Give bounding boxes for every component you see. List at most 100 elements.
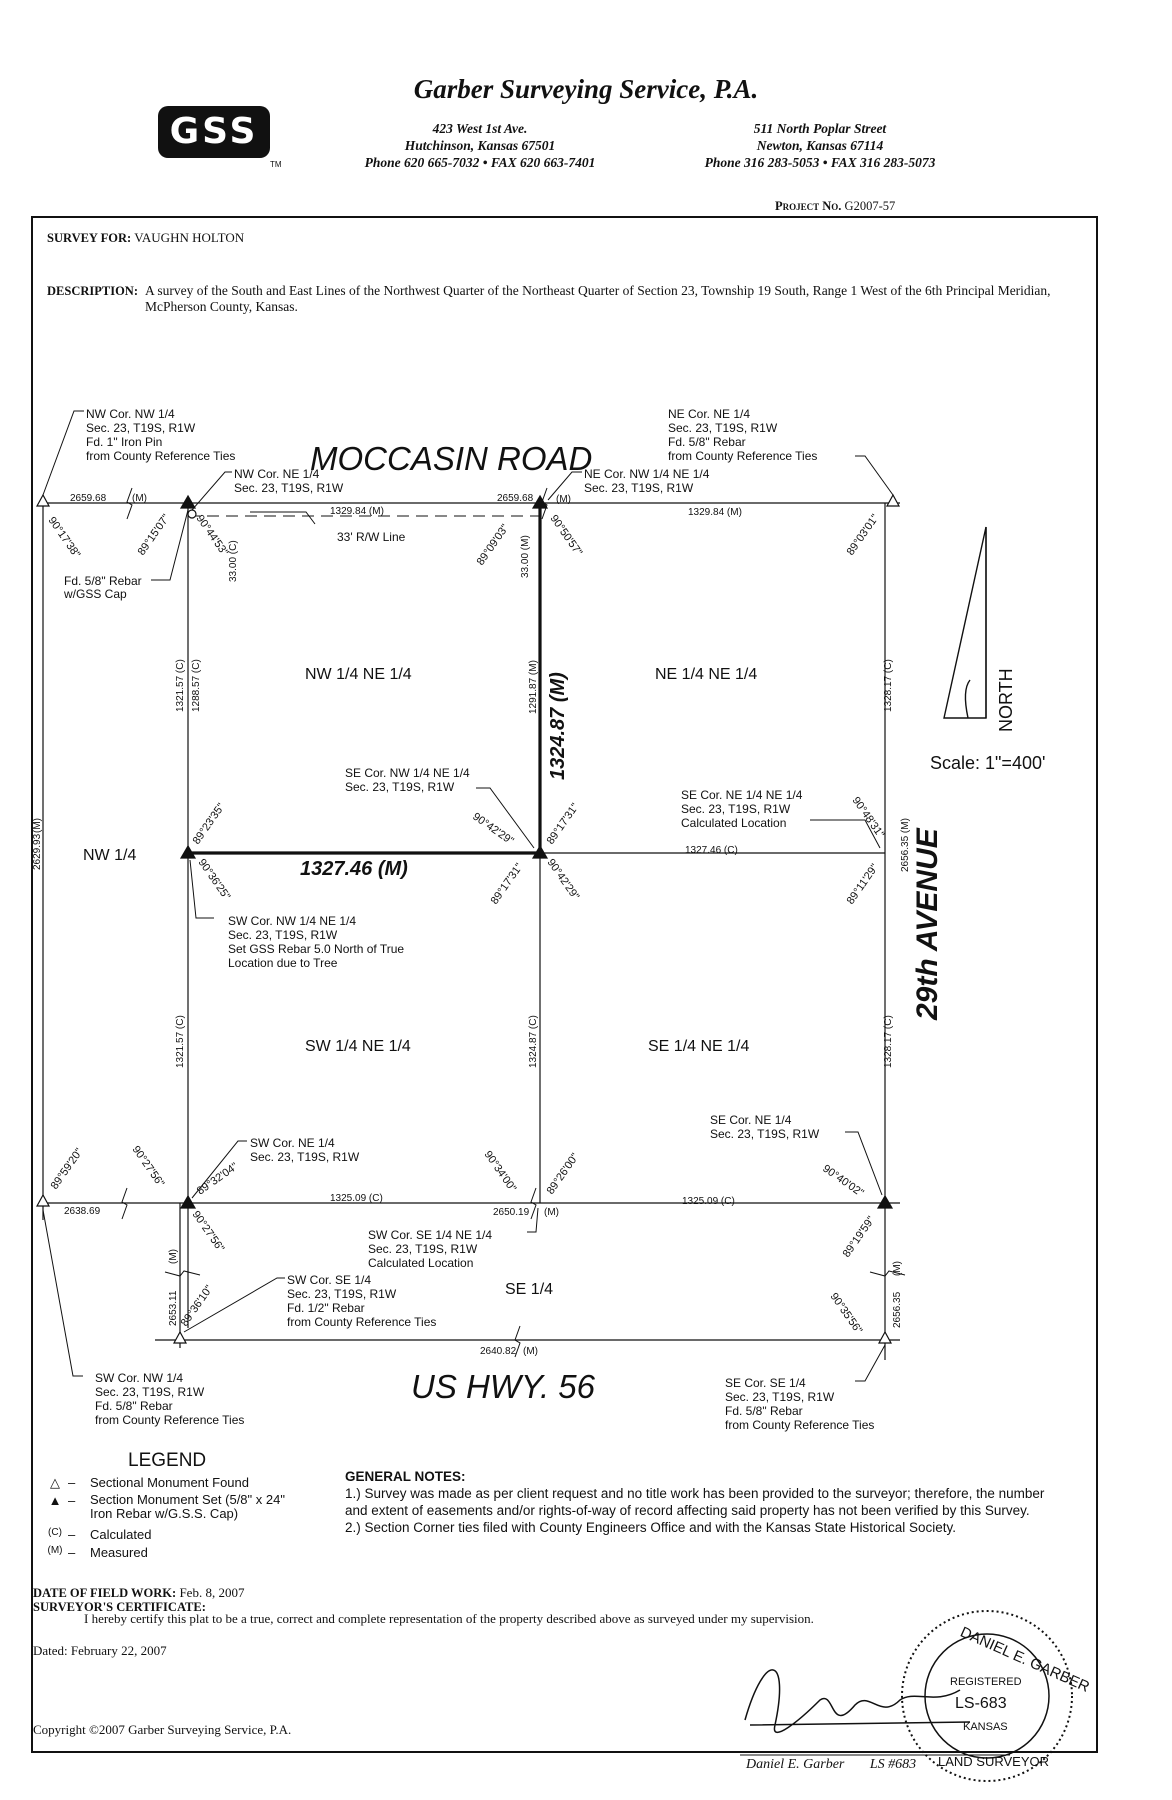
leader-line [476,787,535,849]
leader-line [183,1277,285,1333]
signer-name: Daniel E. Garber [746,1757,845,1772]
angle-label: 90°44'53" [194,513,231,559]
monument-found-icon [172,1330,188,1344]
certificate-text: I hereby certify this plat to be a true,… [84,1611,814,1626]
dim-north-center: 2659.68 [497,493,534,504]
corner-sw-nw-ne-2: Sec. 23, T19S, R1W [228,928,338,942]
office-newton: 511 North Poplar Street Newton, Kansas 6… [660,120,980,171]
office-hutchinson: 423 West 1st Ave. Hutchinson, Kansas 675… [330,120,630,171]
certificate-dated: Dated: February 22, 2007 [33,1643,167,1658]
monument-set-icon [179,1194,197,1209]
office2-street: 511 North Poplar Street [753,121,887,136]
angle-label: 90°42'29" [545,857,582,903]
road-south: US HWY. 56 [411,1368,596,1405]
corner-sw-se-ne-3: Calculated Location [368,1256,473,1270]
monument-found-icon [877,1330,893,1344]
corner-se-ne-2: Sec. 23, T19S, R1W [710,1127,820,1141]
corner-sw-se-ne-2: Sec. 23, T19S, R1W [368,1242,478,1256]
dim-measured-tag: (M) [544,1207,559,1218]
dimension-break [541,487,548,520]
project-number: Project No. G2007-57 [775,199,895,214]
dim-east-2656: 2656.35 (M) [900,818,911,872]
office1-city: Hutchinson, Kansas 67501 [404,138,556,153]
corner-sw-se-ne-1: SW Cor. SE 1/4 NE 1/4 [368,1228,492,1242]
angle-label: 90°27'56" [130,1144,167,1190]
angle-label: 90°27'56" [190,1209,227,1255]
legend-title: LEGEND [128,1450,207,1471]
signature-mark [744,1669,971,1733]
project-label: Project No. [775,199,842,213]
dim-center-33: 33.00 (M) [520,535,531,578]
dim-north-1329: 1329.84 (M) [330,506,384,517]
general-notes: GENERAL NOTES: 1.) Survey was made as pe… [345,1468,1065,1536]
corner-nw-nw-2: Sec. 23, T19S, R1W [86,421,196,435]
dim-west-section: 2629.93 [32,833,43,870]
notes-title: GENERAL NOTES: [345,1469,466,1484]
corner-sw-se-3: Fd. 1/2" Rebar [287,1301,365,1315]
seal-registered: REGISTERED [950,1676,1022,1688]
corner-sw-ne-2: Sec. 23, T19S, R1W [250,1150,360,1164]
dim-center-south: 1324.87 (C) [528,1015,539,1068]
corner-se-se-2: Sec. 23, T19S, R1W [725,1390,835,1404]
rebar-cap-2: w/GSS Cap [63,587,127,601]
dim-mid-east: 1327.46 (C) [685,845,738,856]
dim-measured-tag: (M) [892,1261,903,1276]
dim-center-1291: 1291.87 (M) [528,660,539,714]
note-2: 2.) Section Corner ties filed with Count… [345,1520,957,1535]
company-logo: GSS [158,106,270,158]
corner-se-se-3: Fd. 5/8" Rebar [725,1404,803,1418]
corner-nw-ne-1: NW Cor. NE 1/4 [234,467,320,481]
corner-sw-ne-1: SW Cor. NE 1/4 [250,1136,335,1150]
corner-se-se-4: from County Reference Ties [725,1418,874,1432]
dim-east-line-measured: 1324.87 (M) [547,672,569,780]
quarter-se: SE 1/4 [505,1281,553,1298]
dim-south-west: 1325.09 (C) [330,1193,383,1204]
project-value: G2007-57 [844,199,896,213]
monument-found-icon: △ [50,1475,60,1490]
legend-symbol: (M) [47,1545,63,1556]
angle-label: 90°40'02" [820,1163,866,1200]
quarter-ne-ne: NE 1/4 NE 1/4 [655,666,757,683]
corner-se-ne-ne-3: Calculated Location [681,816,786,830]
dimension-break [126,487,133,520]
angle-label: 89°59'20" [49,1146,86,1192]
seal-number: LS-683 [955,1695,1007,1712]
monument-set-icon [531,494,549,509]
quarter-nw-ne: NW 1/4 NE 1/4 [305,666,412,683]
leader-line [810,819,881,849]
trademark-mark: TM [270,160,282,169]
corner-se-nw-ne-1: SE Cor. NW 1/4 NE 1/4 [345,766,470,780]
dim-measured-tag: (M) [132,493,147,504]
road-north: MOCCASIN ROAD [310,440,592,477]
company-title: Garber Surveying Service, P.A. [413,74,759,104]
angle-label: 90°36'25" [196,857,233,903]
corner-sw-nw-ne-4: Location due to Tree [228,956,338,970]
signature-block: Daniel E. Garber LS #683 [746,1757,916,1773]
corner-sw-se-1: SW Cor. SE 1/4 [287,1273,371,1287]
leader-line [547,471,582,501]
survey-for-label: SURVEY FOR: [47,231,132,245]
leader-line [42,1209,83,1377]
dim-south-east: 1325.09 (C) [682,1196,735,1207]
angle-label: 89°15'07" [136,512,173,558]
corner-nw-nw-4: from County Reference Ties [86,449,235,463]
angle-label: 90°35'56" [828,1291,865,1337]
office2-city: Newton, Kansas 67114 [756,138,884,153]
field-work-value: Feb. 8, 2007 [179,1585,245,1600]
description-text: A survey of the South and East Lines of … [145,283,1051,314]
leader-line [250,511,316,525]
corner-ne-nw-ne-2: Sec. 23, T19S, R1W [584,481,694,495]
dim-measured-tag: (M) [556,494,571,505]
corner-se-ne-1: SE Cor. NE 1/4 [710,1113,792,1127]
corner-sw-se-2: Sec. 23, T19S, R1W [287,1287,397,1301]
angle-label: 89°26'00" [545,1151,582,1197]
dim-east-1328: 1328.17 (C) [883,659,894,712]
quarter-nw: NW 1/4 [83,847,136,864]
corner-ne-ne-3: Fd. 5/8" Rebar [668,435,746,449]
legend-label: Section Monument Set (5/8" x 24" Iron Re… [90,1492,285,1521]
corner-sw-nw-ne-1: SW Cor. NW 1/4 NE 1/4 [228,914,356,928]
angle-label: 89°19'59" [841,1214,878,1260]
leader-line [151,509,189,581]
dim-bottom: 2640.82 [480,1346,517,1357]
